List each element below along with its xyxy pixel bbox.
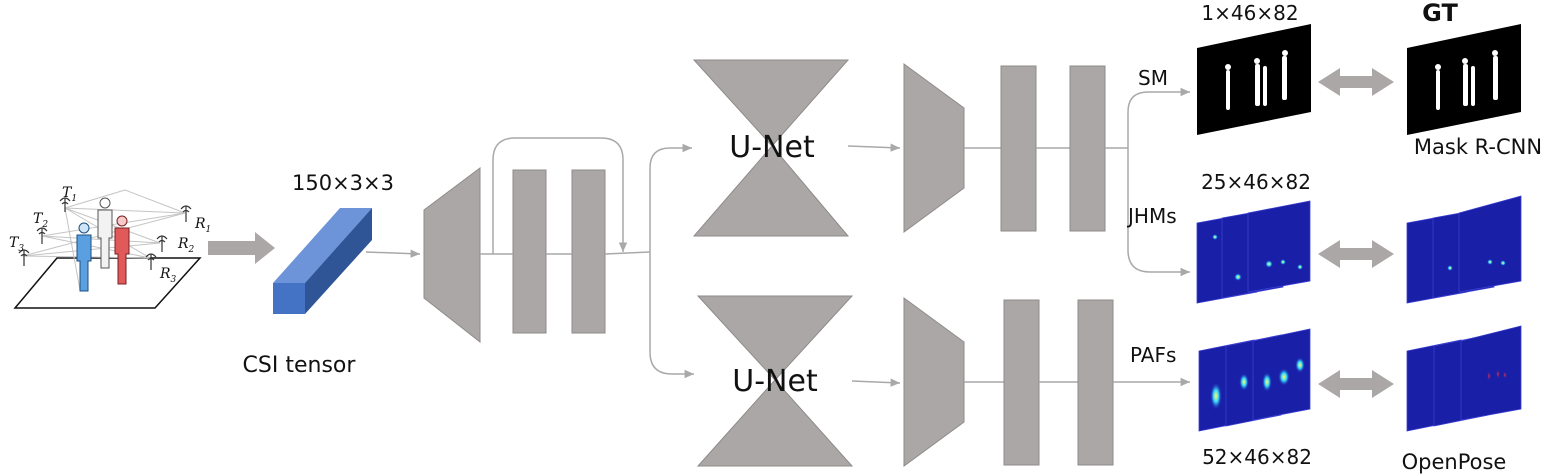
person-white-icon [97, 197, 113, 269]
csi-dims-label: 150×3×3 [292, 171, 394, 195]
receiver-3-antenna-icon [145, 253, 157, 270]
bottom-block-2 [1077, 299, 1114, 466]
person-red-icon [114, 215, 130, 285]
paf-tag: PAFs [1130, 343, 1176, 367]
bottom-block-1 [1003, 299, 1040, 466]
rx3-label: R3 [159, 266, 177, 285]
unet-top-label: U-Net [729, 130, 815, 165]
unet-bottom-hourglass [696, 295, 854, 467]
encoder-trapezoid [423, 167, 481, 344]
scene-to-csi-arrow [208, 232, 275, 264]
receiver-1-antenna-icon [180, 205, 192, 222]
ground-truth-jhm-stack [1406, 195, 1522, 304]
receiver-2-antenna-icon [156, 235, 168, 252]
transmitter-2-antenna-icon [36, 227, 48, 244]
rx1-label: R1 [194, 216, 211, 235]
sm-dims-label: 1×46×82 [1201, 1, 1298, 25]
jhm-tag: JHMs [1126, 204, 1177, 228]
encoder-block-1 [512, 169, 547, 334]
ground-truth-sm-image [1407, 24, 1521, 135]
top-decoder-trapezoid [903, 63, 965, 233]
predicted-sm-image [1197, 24, 1311, 135]
top-to-sm-arrow [1127, 87, 1190, 148]
encoder-out-link [604, 251, 651, 255]
jhm-compare-double-arrow [1318, 240, 1394, 268]
transmitter-3-antenna-icon [18, 249, 30, 266]
paf-compare-double-arrow [1318, 370, 1394, 398]
floor-plane [13, 257, 202, 309]
skip-connection-arrow [492, 137, 628, 254]
top-to-jhm-arrow [1127, 148, 1190, 277]
bottom-decoder-trapezoid [903, 297, 965, 467]
top-block-2 [1069, 65, 1106, 232]
sm-compare-double-arrow [1318, 68, 1394, 96]
openpose-label: OpenPose [1402, 450, 1507, 474]
branch-top-arrow [649, 143, 692, 252]
ground-truth-paf-stack [1406, 325, 1522, 432]
jhm-dims-label: 25×46×82 [1201, 170, 1311, 194]
top-block-1 [1000, 65, 1037, 232]
predicted-paf-stack [1198, 328, 1311, 432]
tx1-label: T1 [62, 185, 77, 204]
encoder-block-2 [571, 169, 606, 334]
gt-header: GT [1422, 0, 1458, 27]
csi-to-encoder-arrow [365, 249, 421, 258]
tx2-label: T2 [33, 211, 48, 230]
branch-bottom-arrow [649, 252, 694, 379]
sm-tag: SM [1138, 66, 1168, 90]
unet-bottom-label: U-Net [732, 364, 818, 399]
transmitter-1-antenna-icon [59, 197, 71, 212]
paf-dims-label: 52×46×82 [1202, 445, 1312, 469]
unet-top-hourglass [692, 59, 850, 237]
mask-rcnn-label: Mask R-CNN [1414, 135, 1542, 159]
tx3-label: T3 [9, 235, 24, 254]
unet-bottom-to-decoder-arrow [851, 378, 901, 387]
rx2-label: R2 [177, 236, 195, 255]
predicted-jhm-stack [1196, 200, 1311, 304]
person-blue-icon [76, 222, 92, 292]
wifi-scene: T1 T2 T3 R1 R2 R3 [9, 185, 211, 309]
csi-caption: CSI tensor [243, 353, 357, 378]
unet-top-to-decoder-arrow [847, 143, 901, 152]
csi-tensor-cube [273, 208, 372, 314]
